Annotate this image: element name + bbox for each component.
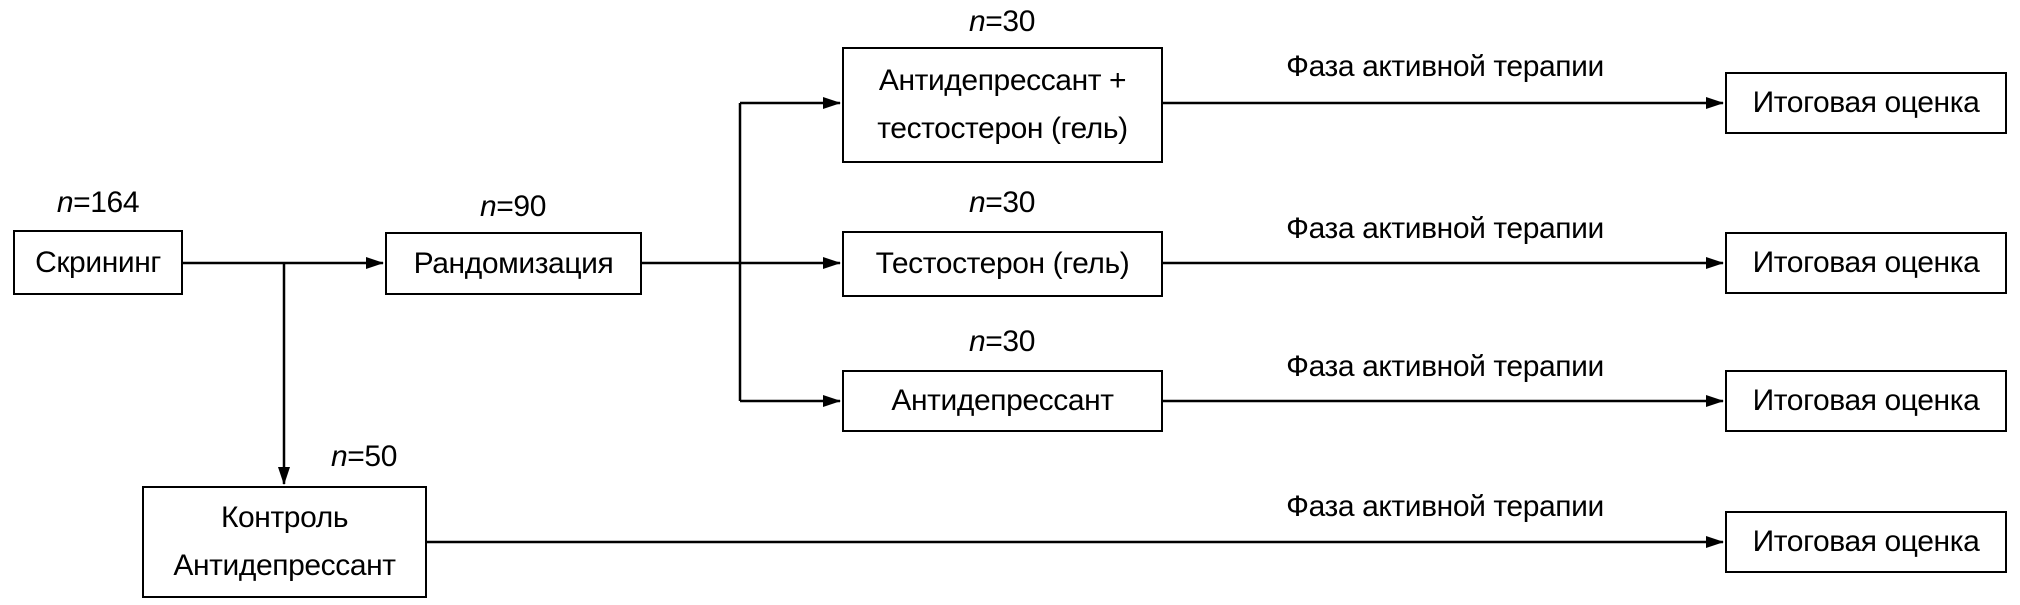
final-assessment-box-4: Итоговая оценка: [1725, 511, 2007, 573]
n-variable: n: [56, 186, 74, 219]
n-variable: n: [480, 190, 497, 223]
n-value: =90: [496, 190, 546, 223]
active-therapy-phase-label-2: Фаза активной терапии: [1286, 212, 1604, 245]
n-value: =164: [73, 186, 140, 219]
final-assessment-box-1: Итоговая оценка: [1725, 72, 2007, 134]
n-count-arm-testosterone: n=30: [969, 186, 1035, 220]
control-antidepressant-box: Контроль Антидепрессант: [142, 486, 427, 598]
arm-antidepressant-box: Антидепрессант: [842, 370, 1163, 432]
n-value: =30: [985, 325, 1035, 358]
active-therapy-phase-label-1: Фаза активной терапии: [1286, 50, 1604, 83]
n-value: =50: [347, 440, 397, 473]
n-count-arm-antidepressant: n=30: [969, 325, 1035, 359]
active-therapy-phase-label-4: Фаза активной терапии: [1286, 490, 1604, 523]
final-assessment-label: Итоговая оценка: [1752, 384, 1980, 417]
arm-antidepressant-plus-testosterone-box: Антидепрессант + тестостерон (гель): [842, 47, 1163, 163]
n-variable: n: [969, 5, 986, 38]
arm-antidepressant-label: Антидепрессант: [891, 384, 1114, 417]
active-therapy-phase-label-3: Фаза активной терапии: [1286, 350, 1604, 383]
randomization-label: Рандомизация: [413, 246, 614, 280]
final-assessment-label: Итоговая оценка: [1752, 525, 1980, 558]
n-value: =30: [985, 186, 1035, 219]
final-assessment-box-2: Итоговая оценка: [1725, 232, 2007, 294]
final-assessment-label: Итоговая оценка: [1752, 86, 1980, 119]
n-value: =30: [985, 5, 1035, 38]
screening-label: Скрининг: [35, 245, 161, 279]
arm-combo-label-line1: Антидепрессант +: [878, 64, 1127, 97]
arm-testosterone-box: Тестостерон (гель): [842, 231, 1163, 297]
randomization-box: Рандомизация: [385, 232, 642, 295]
screening-box: Скрининг: [13, 230, 183, 295]
n-variable: n: [969, 325, 986, 358]
n-count-randomization: n=90: [480, 190, 546, 224]
n-variable: n: [331, 440, 348, 473]
n-variable: n: [969, 186, 986, 219]
n-count-control: n=50: [331, 440, 397, 474]
n-count-screening: n=164: [56, 186, 140, 220]
final-assessment-box-3: Итоговая оценка: [1725, 370, 2007, 432]
arm-combo-label-line2: тестостерон (гель): [877, 112, 1128, 145]
control-label-line2: Антидепрессант: [173, 549, 396, 582]
n-count-arm-combo: n=30: [969, 5, 1035, 39]
control-label-line1: Контроль: [220, 501, 349, 534]
final-assessment-label: Итоговая оценка: [1752, 246, 1980, 279]
arm-testosterone-label: Тестостерон (гель): [875, 247, 1130, 280]
